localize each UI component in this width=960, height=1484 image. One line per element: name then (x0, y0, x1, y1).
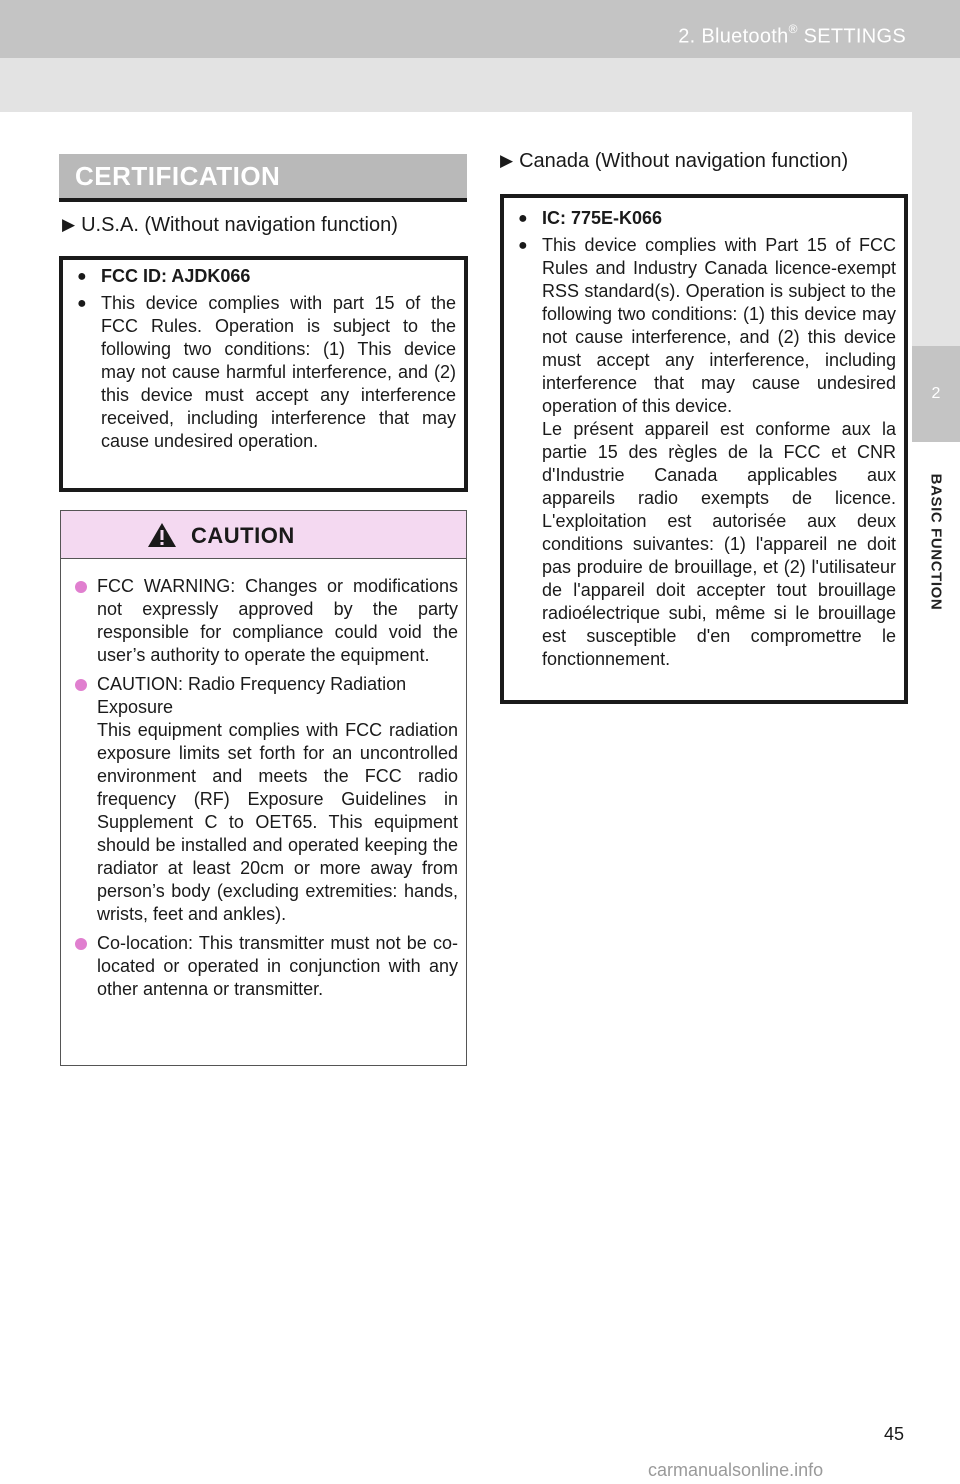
list-item-continuation: This equipment complies with FCC radiati… (97, 720, 458, 924)
caution-list: FCC WARNING: Changes or modifications no… (69, 575, 458, 1001)
chapter-number-tab: 2 (912, 346, 960, 442)
caution-title: CAUTION (191, 523, 295, 548)
list-item: ●IC: 775E-K066 (518, 208, 663, 228)
page-number: 45 (884, 1424, 905, 1444)
side-tab-background (912, 112, 960, 346)
header-strip (0, 0, 960, 58)
canada-heading: ▶Canada (Without navigation function) (500, 150, 849, 172)
section-divider (59, 198, 467, 202)
list-item-text: This device complies with Part 15 of FCC… (542, 235, 896, 416)
section-title: CERTIFICATION (75, 161, 281, 191)
bullet-icon: ● (77, 295, 87, 312)
caution-box: CAUTION FCC WARNING: Changes or modifica… (60, 510, 467, 1066)
list-item: CAUTION: Radio Frequency Radiation Expos… (69, 673, 458, 926)
bullet-icon (75, 679, 87, 691)
list-item: FCC WARNING: Changes or modifications no… (69, 575, 458, 667)
warning-triangle-icon (148, 523, 176, 547)
list-item: ● This device complies with Part 15 of F… (512, 234, 896, 671)
chapter-label: BASIC FUNCTION (927, 473, 945, 611)
caution-header: CAUTION (61, 511, 466, 559)
watermark: carmanualsonline.info (648, 1460, 824, 1480)
right-triangle-icon: ▶ (62, 215, 76, 234)
bullet-icon (75, 581, 87, 593)
page-header-title: 2. Bluetooth® SETTINGS (678, 22, 906, 48)
usa-info-box: ●FCC ID: AJDK066 ●This device complies w… (59, 256, 468, 492)
bullet-icon: ● (518, 210, 528, 227)
chapter-label-tab: BASIC FUNCTION (912, 442, 960, 642)
usa-heading: ▶U.S.A. (Without navigation function) (62, 214, 398, 236)
bullet-icon (75, 938, 87, 950)
list-item: ●This device complies with part 15 of th… (77, 293, 456, 451)
list-item-text-french: Le présent appareil est conforme aux la … (542, 419, 896, 669)
section-header: CERTIFICATION (59, 154, 467, 198)
bullet-icon: ● (518, 237, 528, 254)
list-item: ●FCC ID: AJDK066 (77, 266, 251, 286)
bullet-icon: ● (77, 268, 87, 285)
list-item: Co-location: This transmitter must not b… (69, 932, 458, 1001)
canada-info-box: ●IC: 775E-K066 ● This device complies wi… (500, 194, 908, 704)
right-triangle-icon: ▶ (500, 151, 514, 170)
